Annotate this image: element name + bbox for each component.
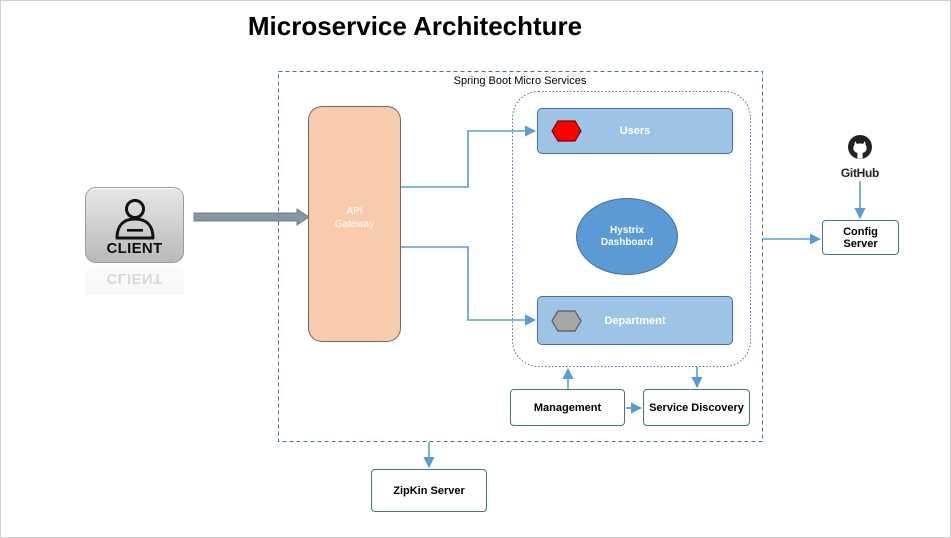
github-octocat-icon [848, 135, 872, 159]
github-label: GitHub [840, 166, 880, 180]
users-service-label: Users [619, 125, 651, 137]
client-to-gateway-arrow [193, 208, 310, 226]
department-service-node[interactable]: Department [537, 296, 733, 345]
gateway-to-users-connector [401, 125, 537, 188]
management-node[interactable]: Management [510, 389, 625, 426]
client-reflection: CLIENT [85, 265, 184, 295]
client-label: CLIENT [106, 240, 163, 257]
config-server-label: Config Server [843, 225, 878, 250]
spring-boot-container [278, 71, 763, 442]
gateway-to-department-connector [401, 246, 537, 326]
zipkin-server-node[interactable]: ZipKin Server [371, 469, 487, 512]
client-node[interactable]: CLIENT [85, 187, 184, 263]
service-discovery-label: Service Discovery [649, 401, 744, 414]
hexagon-icon [551, 309, 582, 332]
github-node[interactable]: GitHub [830, 134, 890, 180]
api-gateway-node[interactable]: API Gateway [308, 106, 401, 342]
service-discovery-node[interactable]: Service Discovery [643, 389, 750, 426]
config-server-node[interactable]: Config Server [822, 220, 899, 255]
zipkin-server-label: ZipKin Server [393, 484, 465, 497]
users-service-node[interactable]: Users [537, 108, 733, 154]
management-label: Management [533, 401, 602, 414]
hystrix-dashboard-label: Hystrix Dashboard [600, 224, 654, 248]
page-title: Microservice Architechture [247, 11, 583, 41]
hystrix-dashboard-node[interactable]: Hystrix Dashboard [576, 198, 678, 275]
client-reflection-label: CLIENT [106, 270, 163, 287]
api-gateway-label: API Gateway [334, 205, 375, 230]
hexagon-icon [551, 120, 582, 142]
department-service-label: Department [604, 314, 666, 327]
spring-boot-container-label: Spring Boot Micro Services [453, 75, 587, 87]
person-icon [115, 199, 154, 240]
